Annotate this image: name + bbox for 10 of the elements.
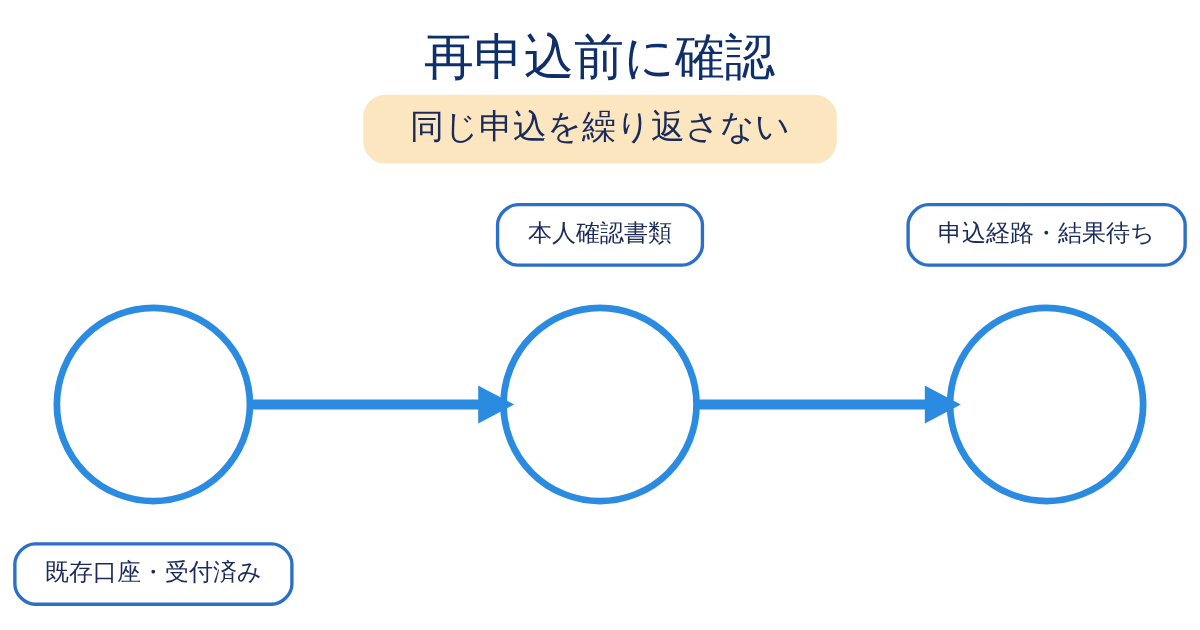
node-circle bbox=[53, 304, 254, 504]
node-circle bbox=[500, 304, 700, 504]
node-box: 本人確認書類 bbox=[495, 202, 705, 267]
node-box: 申込経路・結果待ち bbox=[906, 202, 1187, 267]
diagram-title: 再申込前に確認 bbox=[424, 26, 776, 86]
node-box: 既存口座・受付済み bbox=[13, 541, 294, 606]
node-circle bbox=[946, 304, 1147, 504]
arrow bbox=[250, 385, 515, 423]
node-box: 同じ申込を繰り返さない bbox=[363, 94, 837, 164]
arrow bbox=[696, 385, 961, 423]
